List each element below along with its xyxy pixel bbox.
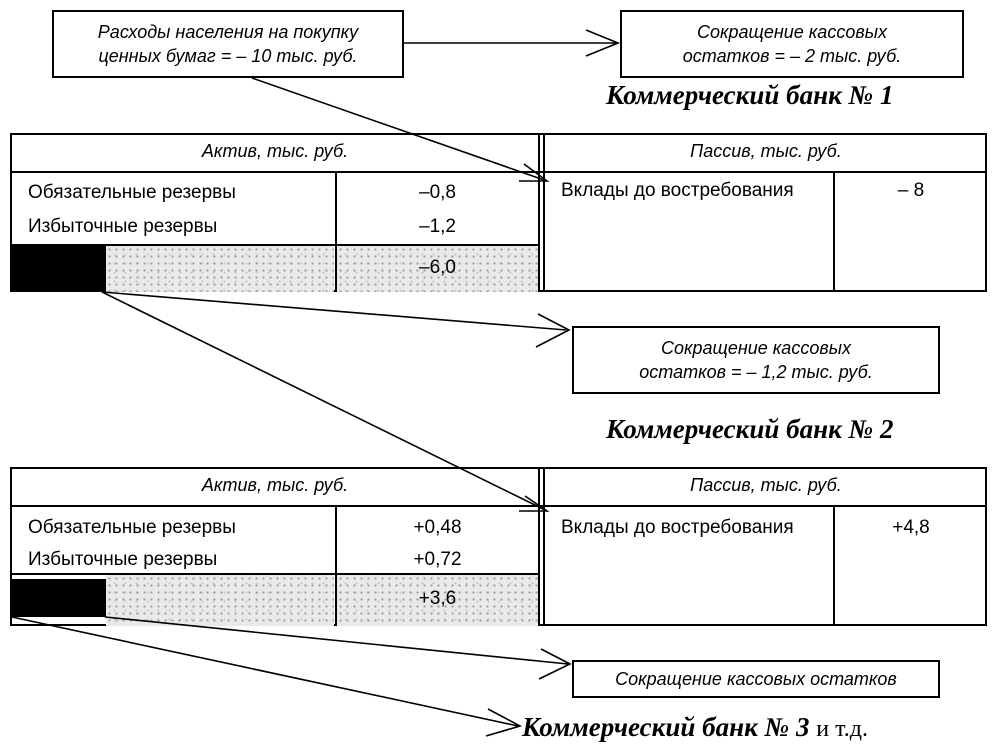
arrowhead-bank2-deposits xyxy=(519,495,550,512)
arrowhead-cash-mid xyxy=(535,313,571,348)
cash-box-mid-line2: остатков = – 1,2 тыс. руб. xyxy=(639,362,873,382)
arrowhead-bank1-deposits xyxy=(519,163,550,182)
cash-box-top-line1: Сокращение кассовых xyxy=(697,22,887,42)
cash-box-top-line2: остатков = – 2 тыс. руб. xyxy=(682,46,902,66)
bank2-balance-table: Актив, тыс. руб. Пассив, тыс. руб. Обяза… xyxy=(10,467,987,626)
bank3-suffix: и т.д. xyxy=(816,716,868,742)
bank1-loans-value: –6,0 xyxy=(419,257,456,278)
arrow-to-cash-mid xyxy=(101,291,567,331)
bank1-deposits-value: – 8 xyxy=(897,180,925,201)
cash-box-bottom-line1: Сокращение кассовых остатков xyxy=(615,669,897,689)
arrowhead-bank3 xyxy=(485,708,523,737)
bank1-deposits-label: Вклады до востребования xyxy=(561,180,794,201)
arrow-to-bank2-deposits xyxy=(101,291,546,511)
bank2-title: Коммерческий банк № 2 xyxy=(606,414,894,444)
bank1-loans-marker xyxy=(12,246,106,292)
bank2-assets-header: Актив, тыс. руб. xyxy=(201,475,349,495)
bank2-excess-reserves-label: Избыточные резервы xyxy=(28,549,218,570)
bank1-required-reserves-value: –0,8 xyxy=(419,182,456,203)
bank3-title-text: Коммерческий банк № 3 xyxy=(522,712,810,742)
bank2-deposits-value: +4,8 xyxy=(892,517,930,538)
cash-reduction-box-bottom: Сокращение кассовых остатков xyxy=(572,660,940,698)
cash-box-mid-line1: Сокращение кассовых xyxy=(661,338,851,358)
arrow-to-bank1-deposits xyxy=(251,77,545,181)
bank1-excess-reserves-value: –1,2 xyxy=(419,216,456,237)
bank1-title: Коммерческий банк № 1 xyxy=(606,80,894,110)
bank2-loans-marker xyxy=(12,579,106,617)
bank2-excess-reserves-value: +0,72 xyxy=(413,549,462,570)
securities-box-line1: Расходы населения на покупку xyxy=(97,22,359,42)
bank1-liabilities-header: Пассив, тыс. руб. xyxy=(690,141,842,161)
bank1-assets-header: Актив, тыс. руб. xyxy=(201,141,349,161)
bank1-balance-table: Актив, тыс. руб. Пассив, тыс. руб. Обяза… xyxy=(10,133,987,292)
arrowhead-cash-top xyxy=(585,29,621,57)
securities-spending-box: Расходы населения на покупку ценных бума… xyxy=(52,10,404,78)
cash-reduction-box-top: Сокращение кассовых остатков = – 2 тыс. … xyxy=(620,10,964,78)
arrow-to-bank3 xyxy=(11,616,519,727)
bank2-required-reserves-value: +0,48 xyxy=(413,517,462,538)
cash-reduction-box-mid: Сокращение кассовых остатков = – 1,2 тыс… xyxy=(572,326,940,394)
bank1-excess-reserves-label: Избыточные резервы xyxy=(28,216,218,237)
arrowhead-cash-bottom xyxy=(538,648,572,680)
bank2-loans-value: +3,6 xyxy=(418,588,457,609)
arrow-to-cash-bottom xyxy=(104,616,569,665)
bank2-required-reserves-label: Обязательные резервы xyxy=(28,517,236,538)
bank2-liabilities-header: Пассив, тыс. руб. xyxy=(690,475,842,495)
bank3-title: Коммерческий банк № 3 и т.д. xyxy=(522,712,868,743)
bank1-required-reserves-label: Обязательные резервы xyxy=(28,182,236,203)
bank2-deposits-label: Вклады до востребования xyxy=(561,517,794,538)
securities-box-line2: ценных бумаг = – 10 тыс. руб. xyxy=(98,46,358,66)
